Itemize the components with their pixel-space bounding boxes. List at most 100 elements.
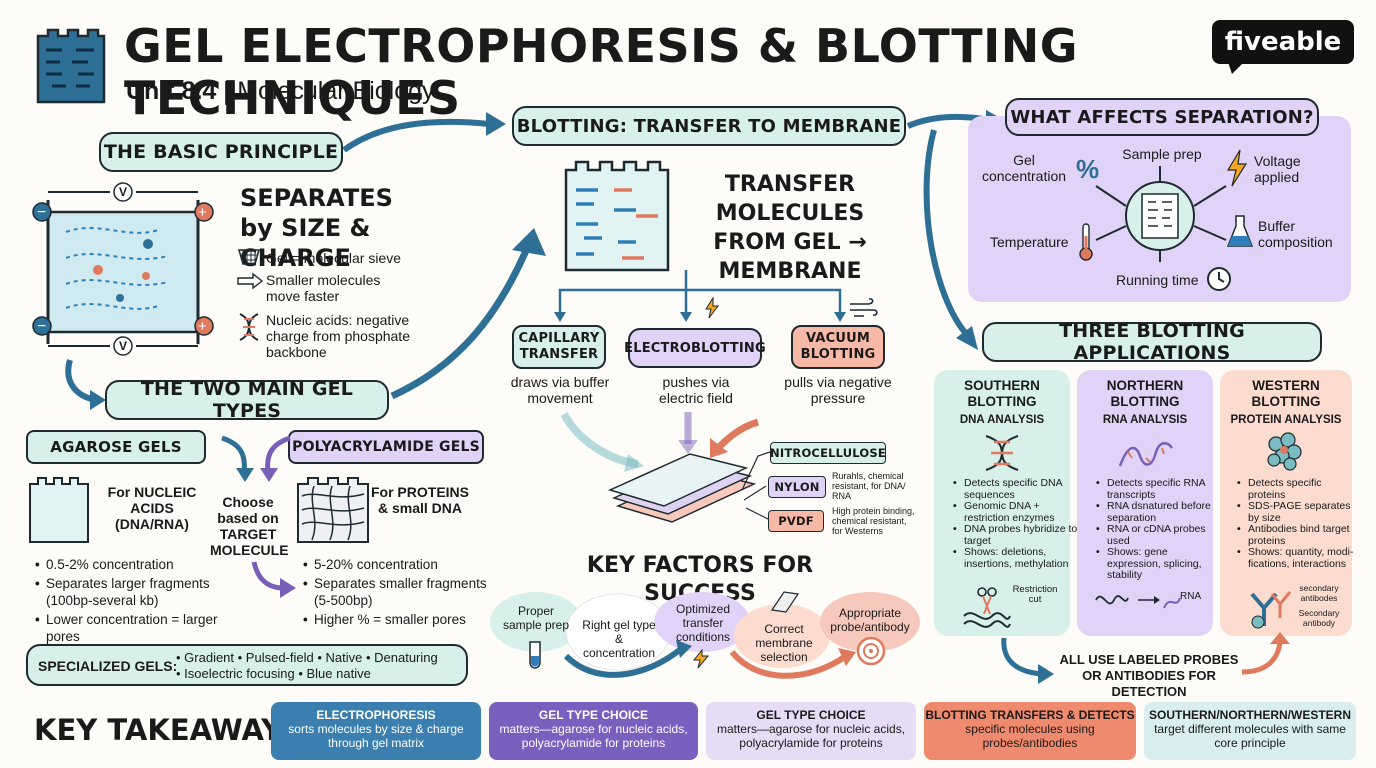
- takeaway-title: ELECTROPHORESIS: [316, 708, 436, 722]
- membrane-stack: [560, 411, 760, 523]
- agarose-points: 0.5-2% concentration Separates larger fr…: [34, 556, 236, 645]
- choose-target: Choose based on TARGET MOLECULE: [210, 494, 289, 558]
- takeaway-card-3: GEL TYPE CHOICE matters—agarose for nucl…: [706, 702, 916, 760]
- membrane-leaders: [741, 451, 771, 521]
- svg-text:+: +: [198, 204, 207, 221]
- nylon-note: Rurahls, chemical resistant, for DNA/ RN…: [832, 471, 906, 501]
- northern-caption: RNA: [1180, 591, 1202, 602]
- thermometer-icon: [1079, 223, 1093, 261]
- takeaway-body: specific molecules using probes/antibodi…: [965, 722, 1095, 750]
- target-icon: [856, 636, 886, 666]
- gel-types-header: THE TWO MAIN GEL TYPES: [105, 378, 389, 422]
- wind-icon: [850, 298, 878, 317]
- pvdf-note: High protein binding, chemical resistant…: [832, 506, 915, 536]
- blot-gel-icon: [564, 160, 670, 272]
- bolt-icon: [705, 296, 719, 319]
- poly-point: 5-20% concentration: [303, 556, 498, 573]
- southern-sub: DNA ANALYSIS: [959, 414, 1045, 426]
- factor-3: Optimized transfer conditions: [675, 602, 731, 644]
- blotting-header: BLOTTING: TRANSFER TO MEMBRANE: [512, 106, 906, 146]
- agarose-point: Lower concentration = larger pores: [35, 611, 236, 645]
- takeaway-card-1: ELECTROPHORESIS sorts molecules by size …: [271, 702, 481, 760]
- vacuum-blotting-label: VACUUM BLOTTING: [791, 325, 885, 369]
- vacuum-desc: pulls via negative pressure: [784, 374, 892, 406]
- western-title: WESTERN BLOTTING: [1251, 378, 1321, 409]
- electrophoresis-chamber: − − + +: [32, 182, 214, 356]
- scissors-icon: [963, 587, 1011, 628]
- northern-point: Detects specific RNA transcripts: [1096, 477, 1221, 501]
- takeaway-card-4: BLOTTING TRANSFERS & DETECTS specific mo…: [924, 702, 1136, 760]
- sep-running-time: Running time: [1116, 272, 1199, 288]
- key-takeaways-header: KEY TAKEAWAYS: [34, 713, 304, 747]
- specialized-gels-box: SPECIALIZED GELS: • Gradient • Pulsed-fi…: [26, 644, 468, 686]
- rna-icon: [1118, 442, 1174, 467]
- southern-point: DNA probes hybridize to target: [953, 523, 1078, 547]
- percent-icon: %: [1076, 154, 1100, 184]
- factor-4: Correct membrane selection: [755, 622, 813, 664]
- sep-sample-prep: Sample prep: [1122, 146, 1202, 162]
- course-label: Molecular Biology: [237, 77, 435, 105]
- western-point: SDS-PAGE separates by size: [1237, 500, 1360, 524]
- principle-point-3: Nucleic acids: negative charge from phos…: [266, 312, 410, 360]
- northern-title: NORTHERN BLOTTING: [1106, 378, 1184, 409]
- northern-point: RNA dsnatured before separation: [1096, 500, 1221, 524]
- flow-arrow: [342, 112, 506, 153]
- flow-arrow: [390, 228, 546, 400]
- sep-voltage: Voltage applied: [1254, 153, 1301, 185]
- unit-label: Unit 8.4: [126, 77, 217, 105]
- principle-heading: SEPARATES by SIZE & CHARGE: [240, 184, 393, 272]
- southern-title: SOUTHERN BLOTTING: [964, 378, 1040, 409]
- choose-arrows: [221, 435, 296, 598]
- poly-point: Separates smaller fragments (5-500bp): [303, 575, 498, 609]
- sep-gel-concentration: Gel concentration: [981, 152, 1067, 184]
- blotting-heading: TRANSFER MOLECULES FROM GEL → MEMBRANE: [713, 172, 867, 284]
- svg-text:+: +: [198, 318, 207, 335]
- fiveable-logo[interactable]: fiveable: [1212, 20, 1354, 64]
- western-point: Shows: quantity, modi-fications, interac…: [1237, 546, 1360, 570]
- takeaway-title: SOUTHERN/NORTHERN/WESTERN: [1148, 708, 1351, 722]
- southern-points: Detects specific DNA sequences Genomic D…: [952, 477, 1078, 570]
- western-points: Detects specific proteins SDS-PAGE separ…: [1236, 477, 1360, 570]
- southern-point: Detects specific DNA sequences: [953, 477, 1078, 501]
- nylon-tag: NYLON: [768, 476, 826, 498]
- rna-transform-icon: [1095, 595, 1181, 609]
- takeaway-title: BLOTTING TRANSFERS & DETECTS: [925, 708, 1135, 722]
- pvdf-tag: PVDF: [768, 510, 824, 532]
- northern-point: Shows: gene expression, splicing, stabil…: [1096, 546, 1221, 582]
- agarose-point: Separates larger fragments (100bp-severa…: [35, 575, 236, 609]
- sieve-icon: [238, 249, 260, 265]
- bolt-icon: [1226, 149, 1248, 187]
- northern-sub: RNA ANALYSIS: [1102, 414, 1188, 426]
- factors-flow: [490, 592, 920, 679]
- dna-icon: [239, 313, 259, 341]
- separation-hub: [1095, 166, 1227, 262]
- agarose-label: AGAROSE GELS: [26, 430, 206, 464]
- page-title: GEL ELECTROPHORESIS & BLOTTING TECHNIQUE…: [124, 19, 1079, 125]
- flow-arrow: [65, 359, 106, 410]
- factor-5: Appropriate probe/antibody: [830, 606, 910, 634]
- specialized-label: SPECIALIZED GELS:: [38, 658, 178, 674]
- clock-icon: [1207, 267, 1231, 291]
- applications-footer: ALL USE LABELED PROBES OR ANTIBODIES FOR…: [1059, 652, 1239, 699]
- dna-icon: [985, 435, 1019, 471]
- takeaway-title: GEL TYPE CHOICE: [756, 708, 866, 722]
- poly-points: 5-20% concentration Separates smaller fr…: [302, 556, 498, 628]
- electroblotting-label: ELECTROBLOTTING: [624, 328, 766, 368]
- takeaway-card-5: SOUTHERN/NORTHERN/WESTERN target differe…: [1144, 702, 1356, 760]
- polyacrylamide-label: POLYACRYLAMIDE GELS: [288, 430, 484, 464]
- flow-arrow: [1241, 632, 1290, 675]
- principle-point-1: Gel = molecular sieve: [266, 250, 402, 266]
- polyacrylamide-mesh-icon: [297, 477, 369, 543]
- western-sub: PROTEIN ANALYSIS: [1230, 414, 1342, 426]
- flow-arrow: [923, 129, 978, 350]
- capillary-transfer-label: CAPILLARY TRANSFER: [512, 325, 606, 369]
- principle-point-2: Smaller molecules move faster: [266, 272, 381, 304]
- takeaway-body: target different molecules with same cor…: [1154, 722, 1346, 750]
- agarose-target: For NUCLEIC ACIDS (DNA/RNA): [107, 484, 197, 532]
- poly-point: Higher % = smaller pores: [303, 611, 498, 628]
- membrane-icon: [770, 591, 800, 613]
- voltage-label-bottom: V: [118, 339, 127, 353]
- flask-icon: [1226, 215, 1254, 247]
- takeaway-title: GEL TYPE CHOICE: [538, 708, 649, 722]
- gel-icon: [36, 28, 106, 104]
